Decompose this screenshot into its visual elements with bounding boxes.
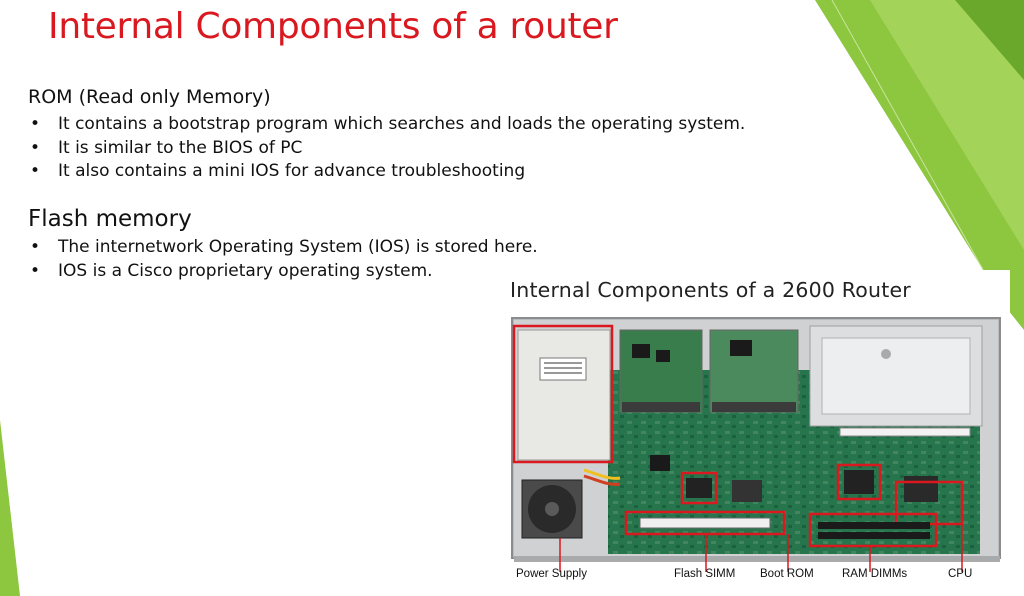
rom-bullet-list: •It contains a bootstrap program which s…: [28, 113, 745, 184]
label-boot-rom: Boot ROM: [760, 568, 814, 580]
bullet-icon: •: [30, 161, 41, 181]
label-power-supply: Power Supply: [516, 568, 587, 580]
list-item: •It also contains a mini IOS for advance…: [28, 160, 745, 184]
figure-caption: Internal Components of a 2600 Router: [510, 278, 911, 302]
rom-heading: ROM (Read only Memory): [28, 86, 271, 108]
list-item: •IOS is a Cisco proprietary operating sy…: [28, 260, 538, 284]
slide-title: Internal Components of a router: [48, 6, 618, 47]
list-item: •It is similar to the BIOS of PC: [28, 137, 745, 161]
label-flash-simm: Flash SIMM: [674, 568, 736, 580]
list-item: •The internetwork Operating System (IOS)…: [28, 236, 538, 260]
label-cpu: CPU: [948, 568, 973, 580]
bullet-icon: •: [30, 137, 41, 158]
flash-bullet-list: •The internetwork Operating System (IOS)…: [28, 236, 538, 283]
router-figure: Internal Components of a 2600 Router: [500, 270, 1010, 590]
bullet-icon: •: [30, 260, 41, 281]
label-ram-dimms: RAM DIMMs: [842, 568, 908, 580]
bullet-icon: •: [30, 114, 41, 134]
flash-heading: Flash memory: [28, 206, 192, 232]
router-board-image: [511, 317, 1001, 572]
list-item: •It contains a bootstrap program which s…: [28, 113, 745, 137]
bullet-icon: •: [30, 237, 41, 257]
